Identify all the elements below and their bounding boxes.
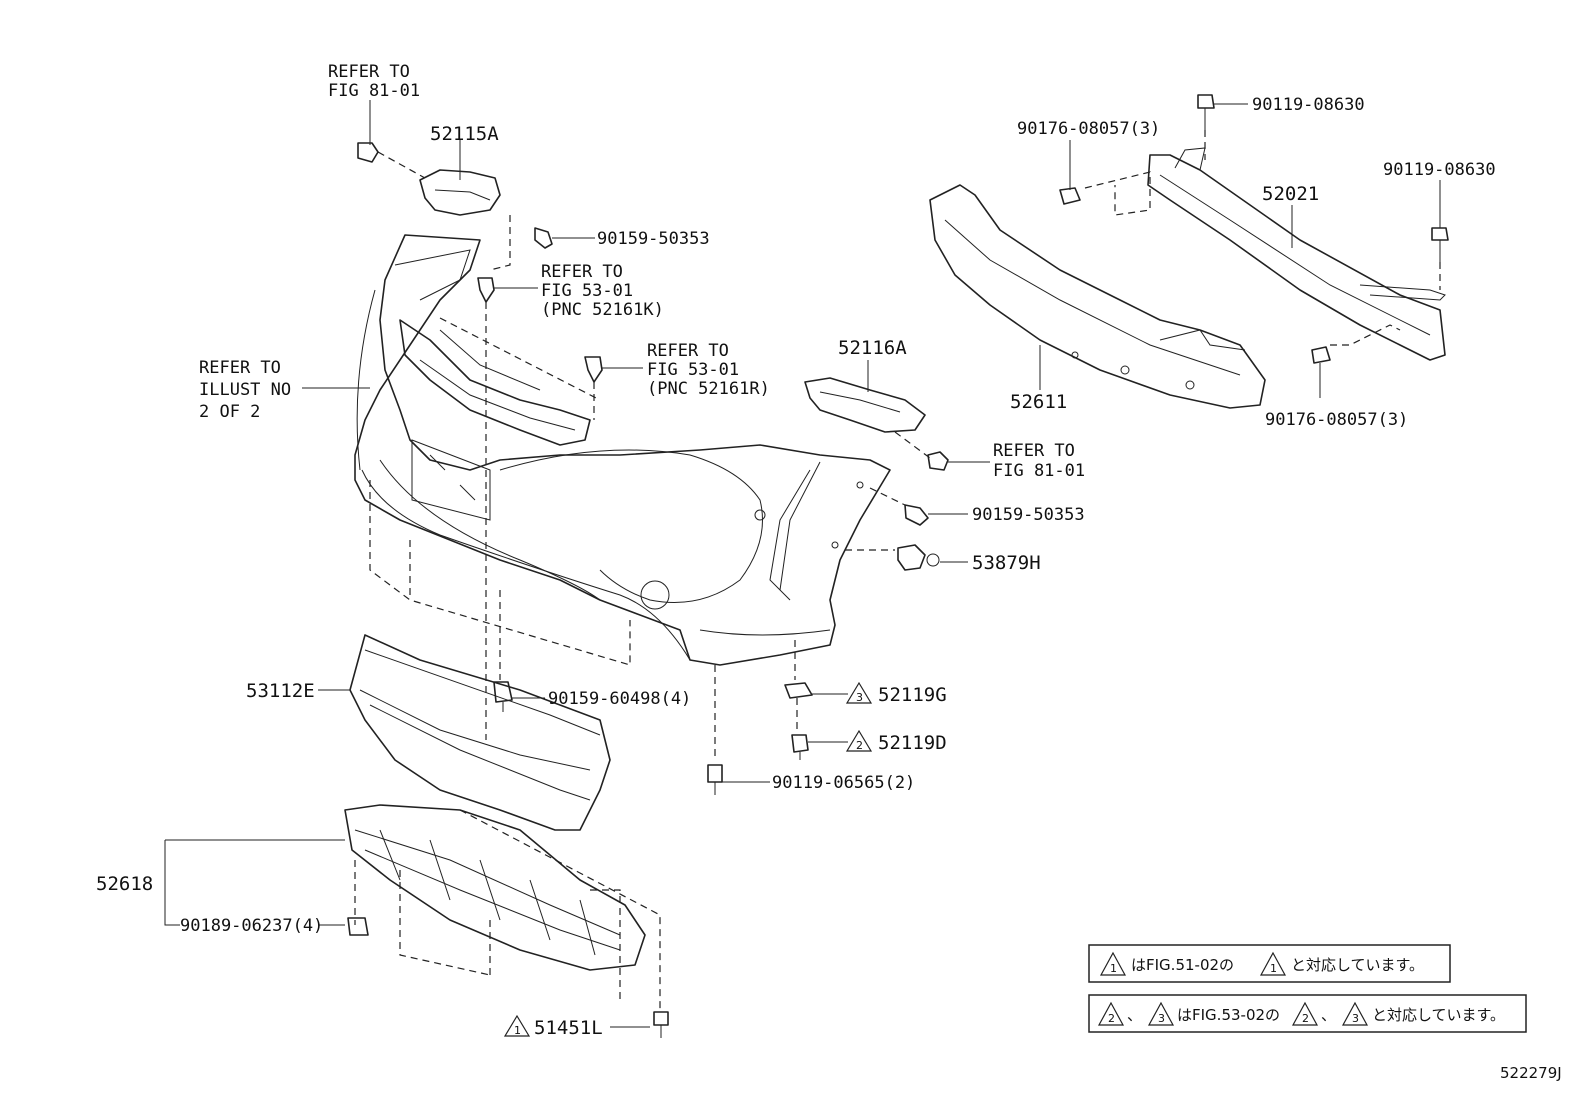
svg-text:2: 2: [1302, 1012, 1309, 1025]
refer-fig81-top-line2: FIG 81-01: [328, 81, 420, 101]
refer-illust-line3: 2 OF 2: [199, 402, 260, 422]
triangle-mark-2-52119D: 2: [845, 729, 873, 752]
svg-text:3: 3: [1352, 1012, 1359, 1025]
refer-fig53-r-line3: (PNC 52161R): [647, 379, 770, 399]
bolt-51451L: [610, 1011, 669, 1038]
part-number-52116A: 52116A: [838, 337, 907, 359]
part-number-52119D: 52119D: [878, 732, 947, 754]
undercover-52618: [164, 804, 661, 1010]
refer-fig81-mid-line2: FIG 81-01: [993, 461, 1085, 481]
part-number-52119G: 52119G: [878, 684, 947, 706]
clip-90189-06237: [318, 917, 369, 936]
refer-fig53-r-line2: FIG 53-01: [647, 360, 739, 380]
figure-id: 522279J: [1500, 1064, 1562, 1082]
bolt-90159-50353-mid: [869, 487, 968, 526]
svg-text:3: 3: [1158, 1012, 1165, 1025]
part-number-90176-08057-top: 90176-08057(3): [1017, 119, 1160, 139]
bolt-fig81-top: [357, 100, 426, 179]
clip-52161r: [584, 356, 643, 420]
nut-90176-08057-bottom: [1311, 346, 1331, 398]
part-number-53879H: 53879H: [972, 552, 1041, 574]
clip-52161k: [477, 277, 538, 740]
svg-text:2: 2: [1108, 1012, 1115, 1025]
svg-text:1: 1: [514, 1024, 521, 1037]
note2-sep1: 、: [1127, 1006, 1142, 1024]
part-number-90119-08630-top: 90119-08630: [1252, 95, 1365, 115]
refer-illust-line2: ILLUST NO: [199, 380, 291, 400]
note-box-1: 1 はFIG.51-02の 1 と対応しています。: [1088, 944, 1451, 983]
refer-fig53-k-line1: REFER TO: [541, 262, 623, 282]
bolt-90119-08630-right: [1431, 180, 1449, 290]
svg-text:1: 1: [1270, 962, 1277, 975]
note2-tail: と対応しています。: [1372, 1006, 1505, 1024]
part-number-52611: 52611: [1010, 391, 1067, 413]
clip-53879H: [845, 544, 968, 571]
triangle-mark-3-52119G: 3: [845, 681, 873, 704]
part-number-90189-06237: 90189-06237(4): [180, 916, 323, 936]
bolt-90159-60498: [493, 681, 545, 712]
note1-tail: と対応しています。: [1291, 956, 1424, 974]
part-number-90159-50353-mid: 90159-50353: [972, 505, 1085, 525]
refer-illust-line1: REFER TO: [199, 358, 281, 378]
svg-text:2: 2: [856, 739, 863, 752]
refer-fig81-top-line1: REFER TO: [328, 62, 410, 82]
part-number-53112E: 53112E: [246, 680, 315, 702]
svg-text:1: 1: [1110, 962, 1117, 975]
note2-text: はFIG.53-02の: [1177, 1006, 1280, 1024]
triangle-mark-1-51451L: 1: [503, 1014, 531, 1037]
note1-text: はFIG.51-02の: [1131, 956, 1234, 974]
bolt-90119-06565: [707, 764, 770, 795]
refer-fig53-k-line2: FIG 53-01: [541, 281, 633, 301]
bolt-90119-08630-top: [1197, 94, 1248, 160]
note2-sep2: 、: [1321, 1006, 1336, 1024]
nut-90176-08057-top: [1059, 140, 1081, 205]
part-number-52618: 52618: [96, 873, 153, 895]
bolt-52119D: [791, 734, 848, 760]
part-number-52115A: 52115A: [430, 123, 499, 145]
refer-fig53-k-line3: (PNC 52161K): [541, 300, 664, 320]
svg-text:3: 3: [856, 691, 863, 704]
part-number-52021: 52021: [1262, 183, 1319, 205]
part-number-90159-50353-top: 90159-50353: [597, 229, 710, 249]
retainer-52115A: [419, 140, 511, 271]
part-number-90159-60498: 90159-60498(4): [548, 689, 691, 709]
refer-fig81-mid-line1: REFER TO: [993, 441, 1075, 461]
part-number-90119-08630-right: 90119-08630: [1383, 160, 1496, 180]
note-box-2: 2 、 3 はFIG.53-02の 2 、 3 と対応しています。: [1088, 994, 1527, 1033]
reinforcement-52021: [1084, 147, 1446, 361]
bolt-90159-50353-top: [534, 227, 595, 249]
nut-52119G: [784, 682, 848, 730]
retainer-52116A: [804, 360, 990, 471]
bumper-cover: [354, 234, 891, 666]
part-number-90176-08057-bottom: 90176-08057(3): [1265, 410, 1408, 430]
absorber-52611: [929, 184, 1266, 409]
mounting-dashes-bumper: [369, 480, 796, 760]
refer-fig53-r-line1: REFER TO: [647, 341, 729, 361]
grille-53112E: [318, 634, 611, 831]
part-number-51451L: 51451L: [534, 1017, 603, 1039]
part-number-90119-06565: 90119-06565(2): [772, 773, 915, 793]
